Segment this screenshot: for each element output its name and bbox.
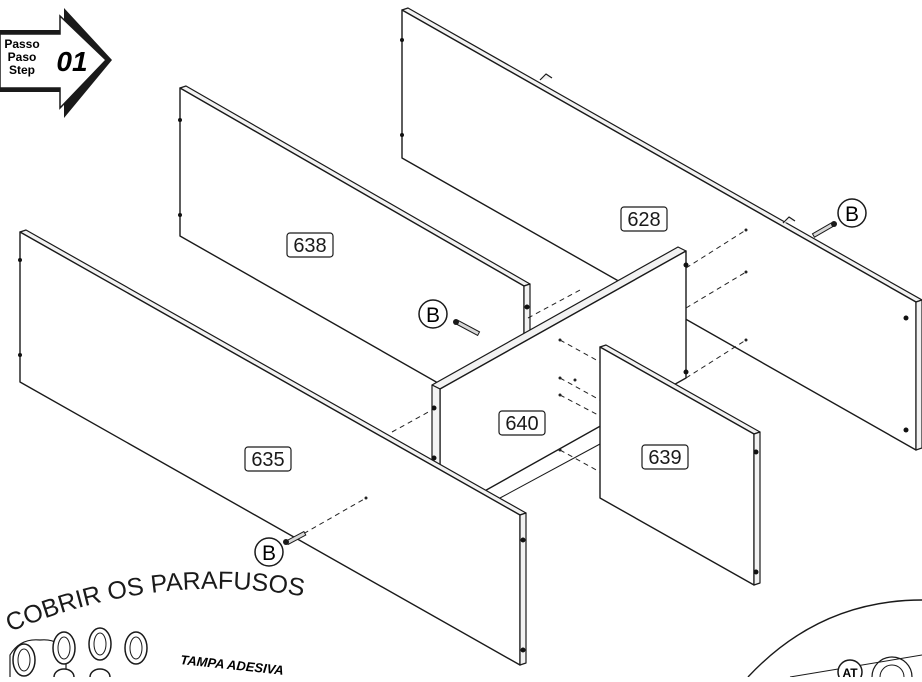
detail-magnifier: AT — [747, 599, 922, 682]
screw-middle — [453, 319, 481, 337]
svg-text:638: 638 — [293, 235, 326, 257]
svg-text:640: 640 — [505, 413, 538, 435]
label-635: 635 — [244, 446, 292, 472]
cover-screws-title: COBRIR OS PARAFUSOS — [2, 567, 307, 638]
svg-text:B: B — [845, 203, 859, 226]
label-639: 639 — [641, 444, 689, 470]
svg-text:COBRIR OS PARAFUSOS: COBRIR OS PARAFUSOS — [2, 567, 307, 638]
callout-b-bottom: B — [254, 537, 284, 567]
step-label-en: Step — [9, 63, 35, 77]
adhesive-cap-label: TAMPA ADESIVA — [180, 652, 285, 677]
callout-b-middle: B — [418, 299, 448, 329]
svg-text:B: B — [426, 304, 440, 327]
adhesive-caps-icon — [9, 627, 148, 682]
callout-b-top-right: B — [837, 198, 867, 228]
cover-screws-note: COBRIR OS PARAFUSOS TAMPA ADESIVA — [2, 567, 307, 682]
detail-label: AT — [842, 666, 858, 677]
label-640: 640 — [498, 410, 546, 436]
step-label-pt: Passo — [4, 37, 39, 51]
svg-text:639: 639 — [648, 447, 681, 469]
step-number: 01 — [56, 46, 87, 77]
svg-text:B: B — [262, 542, 276, 565]
step-badge: Passo Paso Step 01 — [0, 8, 112, 118]
step-label-es: Paso — [8, 50, 37, 64]
label-628: 628 — [620, 206, 668, 232]
assembly-guides — [295, 228, 748, 539]
label-638: 638 — [286, 232, 334, 258]
screw-bottom — [283, 530, 307, 546]
svg-text:628: 628 — [627, 209, 660, 231]
screw-top-right — [811, 221, 837, 238]
svg-text:635: 635 — [251, 449, 284, 471]
